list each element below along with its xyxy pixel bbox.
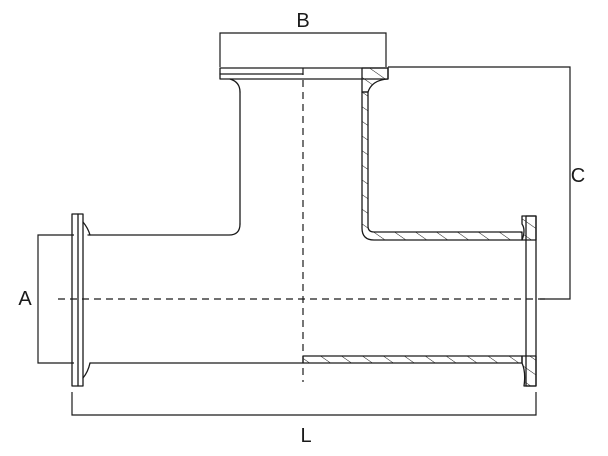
dimension-l-label: L	[300, 425, 311, 447]
dimension-b-label: B	[296, 10, 309, 32]
center-lines	[58, 68, 548, 382]
branch-body	[87, 91, 523, 241]
main-run-body	[89, 355, 523, 364]
dimension-b: B	[219, 10, 387, 67]
dimension-a: A	[18, 234, 74, 364]
top-flange	[219, 67, 389, 93]
dimension-l: L	[71, 392, 537, 447]
dimension-a-label: A	[18, 288, 32, 310]
dimension-c: C	[388, 66, 585, 300]
dimension-c-label: C	[571, 165, 585, 187]
left-flange	[71, 213, 91, 387]
right-flange	[521, 215, 537, 387]
